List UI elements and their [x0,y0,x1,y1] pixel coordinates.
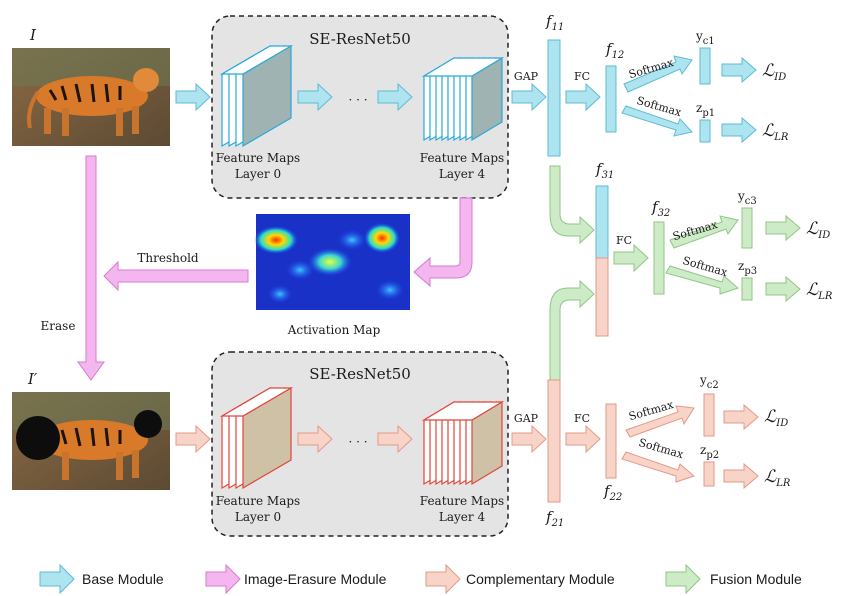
softmax-label-bottom-2: Softmax [637,436,685,461]
activation-map-caption: Activation Map [287,323,381,337]
f21-bar [547,379,561,503]
layer0-top-cap [219,45,294,75]
f22-label: f22 [603,482,622,503]
f11-label: f11 [545,12,564,33]
loss-lr-top: ℒLR [762,121,789,143]
input-image-original [12,48,170,146]
zp2-label: zp2 [700,443,719,461]
backbone-title-bottom: SE-ResNet50 [309,365,411,383]
yc2-bar [703,393,715,437]
yc2-label: yc2 [699,373,719,391]
f31-bar-top [595,185,609,259]
yc3-label: yc3 [737,189,757,207]
fc-label-top: FC [574,70,590,83]
fusion-flow-arrows [549,165,801,381]
legend-label-complementary: Complementary Module [466,571,615,587]
zp3-label: zp3 [738,259,757,277]
feature-bars [547,39,753,503]
image-label-original: I [29,26,37,44]
loss-lr-fusion: ℒLR [806,280,833,302]
zp3-bar [741,277,753,301]
f32-label: f32 [651,198,670,219]
ellipsis-bottom: · · · [348,435,367,449]
f31-label: f31 [595,160,614,181]
f11-bar [547,39,561,157]
legend-item-erasure: Image-Erasure Module [205,563,387,595]
f21-label: f21 [545,508,564,529]
f12-bar [605,65,617,133]
loss-id-fusion: ℒID [806,219,830,241]
backbone-title-top: SE-ResNet50 [309,30,411,48]
layer4-bottom-cap [421,401,505,421]
f31-bar-bottom [595,257,609,337]
layer4-caption-bottom-2: Layer 4 [439,510,486,524]
fc-label-fusion: FC [616,234,632,247]
feature-maps-layer0-top [219,44,294,148]
legend-item-complementary: Complementary Module [425,563,615,595]
input-image-erased [12,392,170,490]
layer4-top-cap [421,57,505,77]
gap-label-bottom: GAP [514,412,539,425]
fc-label-bottom: FC [574,412,590,425]
legend: Base Module Image-Erasure Module Complem… [39,563,802,595]
layer0-caption-bottom-1: Feature Maps [216,494,300,508]
f22-bar [605,403,617,479]
gap-label-top: GAP [514,70,539,83]
layer0-bottom-cap [219,387,294,417]
erase-label: Erase [41,319,76,333]
yc1-label: yc1 [695,29,715,47]
base-flow-arrows [175,55,757,144]
loss-lr-bottom: ℒLR [764,467,791,489]
layer4-caption-top-1: Feature Maps [420,151,504,165]
zp1-bar [699,119,711,143]
layer4-caption-bottom-1: Feature Maps [420,494,504,508]
f12-label: f12 [605,40,624,61]
zp2-bar [703,461,715,487]
erasure-arrows [77,155,473,381]
legend-item-base: Base Module [39,563,164,595]
zp1-label: zp1 [696,101,715,119]
feature-maps-layer0-bottom [219,386,294,490]
legend-label-fusion: Fusion Module [710,571,802,587]
ellipsis-top: · · · [348,93,367,107]
legend-item-fusion: Fusion Module [665,563,802,595]
feature-maps-layer4-top [421,56,505,142]
activation-map [254,214,410,310]
layer0-caption-bottom-2: Layer 0 [235,510,281,524]
threshold-label: Threshold [137,251,199,265]
yc3-bar [741,207,753,249]
legend-label-erasure: Image-Erasure Module [244,571,387,587]
complementary-flow-arrows [175,403,759,490]
layer0-caption-top-2: Layer 0 [235,167,281,181]
layer0-caption-top-1: Feature Maps [216,151,300,165]
layer4-caption-top-2: Layer 4 [439,167,486,181]
loss-id-bottom: ℒID [764,407,788,429]
image-label-erased: I′ [27,370,38,388]
f32-bar [653,221,665,295]
loss-id-top: ℒID [762,61,786,83]
feature-maps-layer4-bottom [421,400,505,486]
legend-label-base: Base Module [82,571,164,587]
yc1-bar [699,47,711,85]
